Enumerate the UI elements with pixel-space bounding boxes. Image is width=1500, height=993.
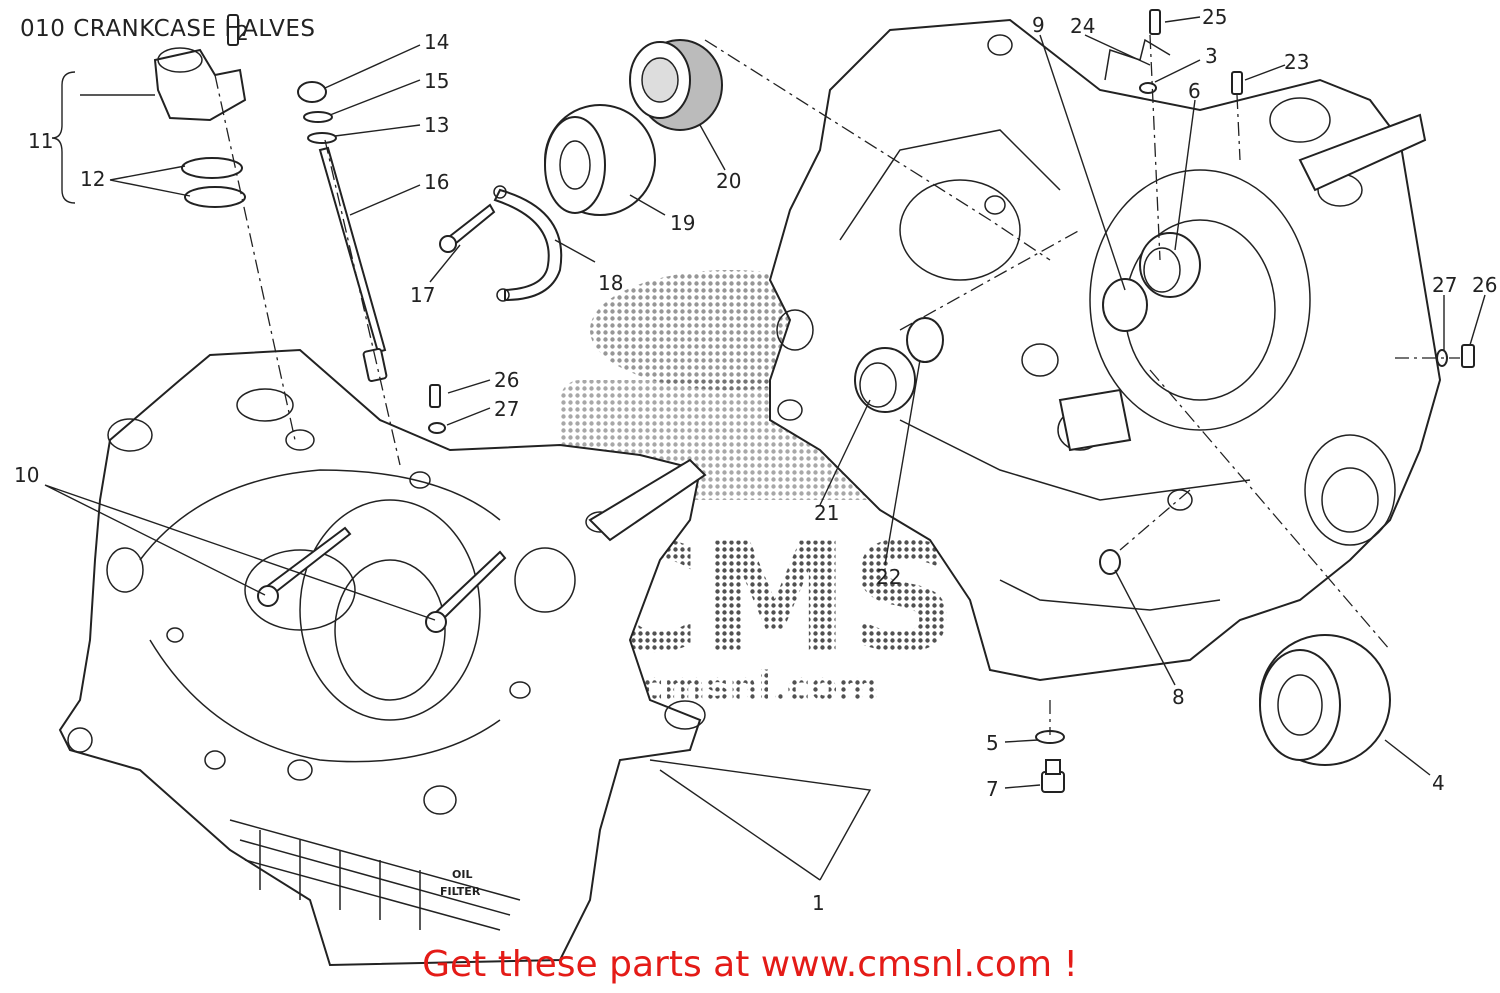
callout-1: 1	[812, 891, 825, 915]
callout-5: 5	[986, 731, 999, 755]
watermark-subtext: cmsnl.com	[640, 664, 879, 710]
callout-12: 12	[80, 167, 105, 191]
callout-8: 8	[1172, 685, 1185, 709]
callout-20: 20	[716, 169, 741, 193]
footer-link-text[interactable]: Get these parts at www.cmsnl.com !	[422, 944, 1078, 985]
bearing-4	[1259, 634, 1391, 766]
left-crankcase-half: OIL FILTER	[58, 348, 707, 967]
callout-22: 22	[876, 565, 901, 589]
seal-22	[906, 317, 944, 363]
bearing-21	[854, 347, 916, 413]
nut-14	[297, 81, 327, 103]
callout-26-right: 26	[1472, 273, 1497, 297]
screw-2	[227, 14, 239, 46]
callout-9: 9	[1032, 13, 1045, 37]
callout-19: 19	[670, 211, 695, 235]
bearing-19	[544, 104, 656, 216]
callout-24: 24	[1070, 14, 1095, 38]
callouts: 1 2 3 4 5 6 7 8 9 10 11 12 13 14 15 16 1…	[14, 5, 1497, 915]
washer-15	[303, 111, 333, 123]
fitting-11	[153, 47, 247, 122]
callout-27-right: 27	[1432, 273, 1457, 297]
callout-15: 15	[424, 69, 449, 93]
callout-4: 4	[1432, 771, 1445, 795]
o-ring-12b	[184, 186, 246, 208]
callout-27-left: 27	[494, 397, 519, 421]
diagram-title: 010 CRANKCASE HALVES	[20, 16, 316, 42]
seal-20	[629, 39, 723, 131]
o-ring-8	[1099, 549, 1121, 575]
callout-10: 10	[14, 463, 39, 487]
right-crankcase-half	[768, 18, 1442, 682]
oil-label: OIL	[452, 868, 472, 881]
dowel-23	[1231, 71, 1243, 95]
callout-2: 2	[236, 21, 249, 45]
washer-13	[307, 132, 337, 144]
dowel-26-right	[1461, 344, 1475, 368]
callout-25: 25	[1202, 5, 1227, 29]
callout-7: 7	[986, 777, 999, 801]
callout-3: 3	[1205, 44, 1218, 68]
o-ring-12a	[181, 157, 243, 179]
washer-27-left	[428, 422, 446, 434]
callout-16: 16	[424, 170, 449, 194]
callout-23: 23	[1284, 50, 1309, 74]
callout-11: 11	[28, 129, 53, 153]
callout-14: 14	[424, 30, 449, 54]
callout-6: 6	[1188, 79, 1201, 103]
bearing-6	[1139, 232, 1201, 298]
dowel-26-left	[429, 384, 441, 408]
plug-7	[1041, 759, 1065, 793]
callout-17: 17	[410, 283, 435, 307]
callout-13: 13	[424, 113, 449, 137]
seal-9	[1102, 278, 1148, 332]
bolt-17	[439, 203, 496, 253]
callout-21: 21	[814, 501, 839, 525]
leader-lines	[44, 16, 1486, 881]
bracket-11	[51, 71, 76, 204]
callout-18: 18	[598, 271, 623, 295]
assembly-lines	[214, 34, 1460, 735]
washer-3	[1139, 82, 1157, 94]
screw-25	[1149, 9, 1161, 35]
filter-label: FILTER	[440, 885, 481, 898]
callout-26-left: 26	[494, 368, 519, 392]
retainer-18	[493, 185, 563, 302]
